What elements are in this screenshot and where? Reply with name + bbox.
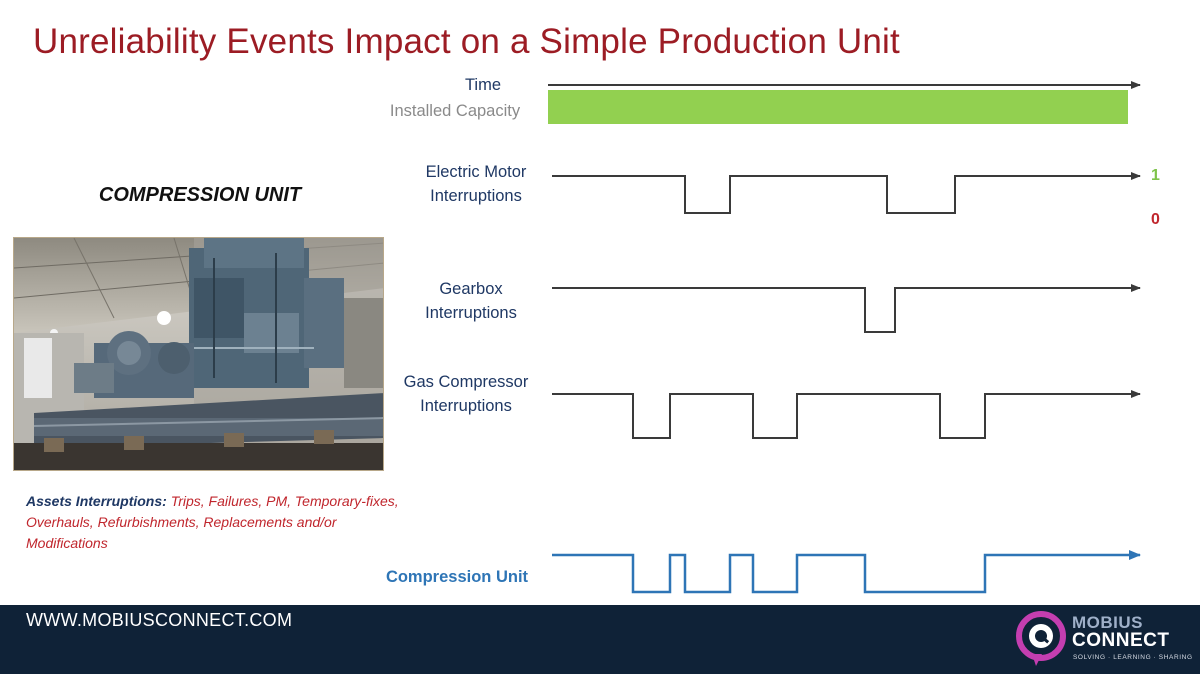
electric-motor-label-line2: Interruptions	[430, 187, 522, 205]
assets-interruptions-lead: Assets Interruptions:	[26, 493, 167, 509]
gearbox-label: Gearbox Interruptions	[390, 277, 552, 325]
gas-compressor-label-line2: Interruptions	[420, 397, 512, 415]
gas-compressor-signal	[552, 390, 1141, 439]
compressor-machinery-image	[14, 238, 383, 470]
assets-interruptions-note: Assets Interruptions: Trips, Failures, P…	[26, 491, 416, 554]
level-one-marker: 1	[1151, 167, 1160, 184]
level-zero-marker: 0	[1151, 211, 1160, 228]
compression-unit-signal	[552, 550, 1141, 594]
gas-compressor-label: Gas Compressor Interruptions	[385, 370, 547, 418]
gearbox-signal	[552, 284, 1141, 333]
electric-motor-label: Electric Motor Interruptions	[398, 160, 554, 208]
footer-bar	[0, 605, 1200, 674]
compression-unit-photo	[13, 237, 384, 471]
compression-unit-label: Compression Unit	[385, 568, 529, 586]
installed-capacity-label: Installed Capacity	[389, 102, 521, 120]
slide-title: Unreliability Events Impact on a Simple …	[33, 22, 900, 61]
compression-unit-title: COMPRESSION UNIT	[98, 184, 302, 206]
logo-text-connect: CONNECT	[1072, 630, 1170, 651]
gearbox-label-line1: Gearbox	[439, 280, 503, 298]
gearbox-label-line2: Interruptions	[425, 304, 517, 322]
time-label: Time	[464, 76, 502, 94]
logo-text-mobius: MOBIUS	[1072, 613, 1143, 632]
electric-motor-label-line1: Electric Motor	[425, 163, 527, 181]
gas-compressor-label-line1: Gas Compressor	[403, 373, 529, 391]
electric-motor-signal	[552, 172, 1141, 214]
footer-url[interactable]: WWW.MOBIUSCONNECT.COM	[26, 610, 293, 630]
assets-interruptions-text: Trips, Failures, PM, Temporary-fixes, Ov…	[26, 493, 399, 551]
logo-tagline: SOLVING · LEARNING · SHARING	[1073, 654, 1193, 661]
installed-capacity-bar	[548, 90, 1128, 124]
logo-mark-icon	[1016, 611, 1066, 666]
mobius-connect-logo: MOBIUS CONNECT SOLVING · LEARNING · SHAR…	[1016, 608, 1193, 670]
